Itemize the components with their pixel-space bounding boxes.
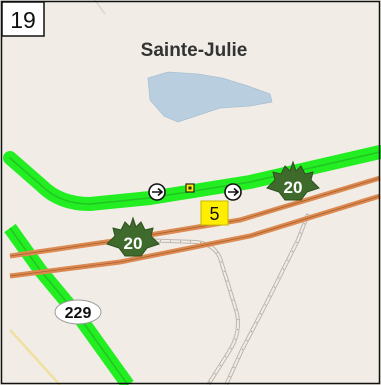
site-marker-5: 5	[200, 200, 229, 226]
highway-20	[9, 175, 381, 279]
shield-label-east: 20	[284, 178, 303, 197]
route-229-label: 229	[65, 305, 92, 322]
autoroute-20-shield-east: 20	[266, 160, 320, 201]
small-square-marker-icon	[185, 183, 195, 193]
route-229-shield: 229	[54, 299, 102, 325]
shield-label-west: 20	[124, 234, 143, 253]
autoroute-20-shield-west: 20	[106, 216, 160, 257]
direction-arrow-icon	[148, 183, 166, 201]
minor-road-top	[94, 0, 106, 15]
green-route-upper	[3, 145, 381, 211]
place-name: Sainte-Julie	[141, 40, 248, 61]
direction-arrow-icon	[224, 183, 242, 201]
site-marker-label: 5	[209, 204, 219, 224]
green-route-lower	[4, 223, 134, 385]
lake	[147, 71, 273, 123]
minor-road-bottom-left	[9, 329, 61, 385]
panel-number: 19	[10, 7, 36, 33]
panel-number-box: 19	[1, 1, 45, 37]
